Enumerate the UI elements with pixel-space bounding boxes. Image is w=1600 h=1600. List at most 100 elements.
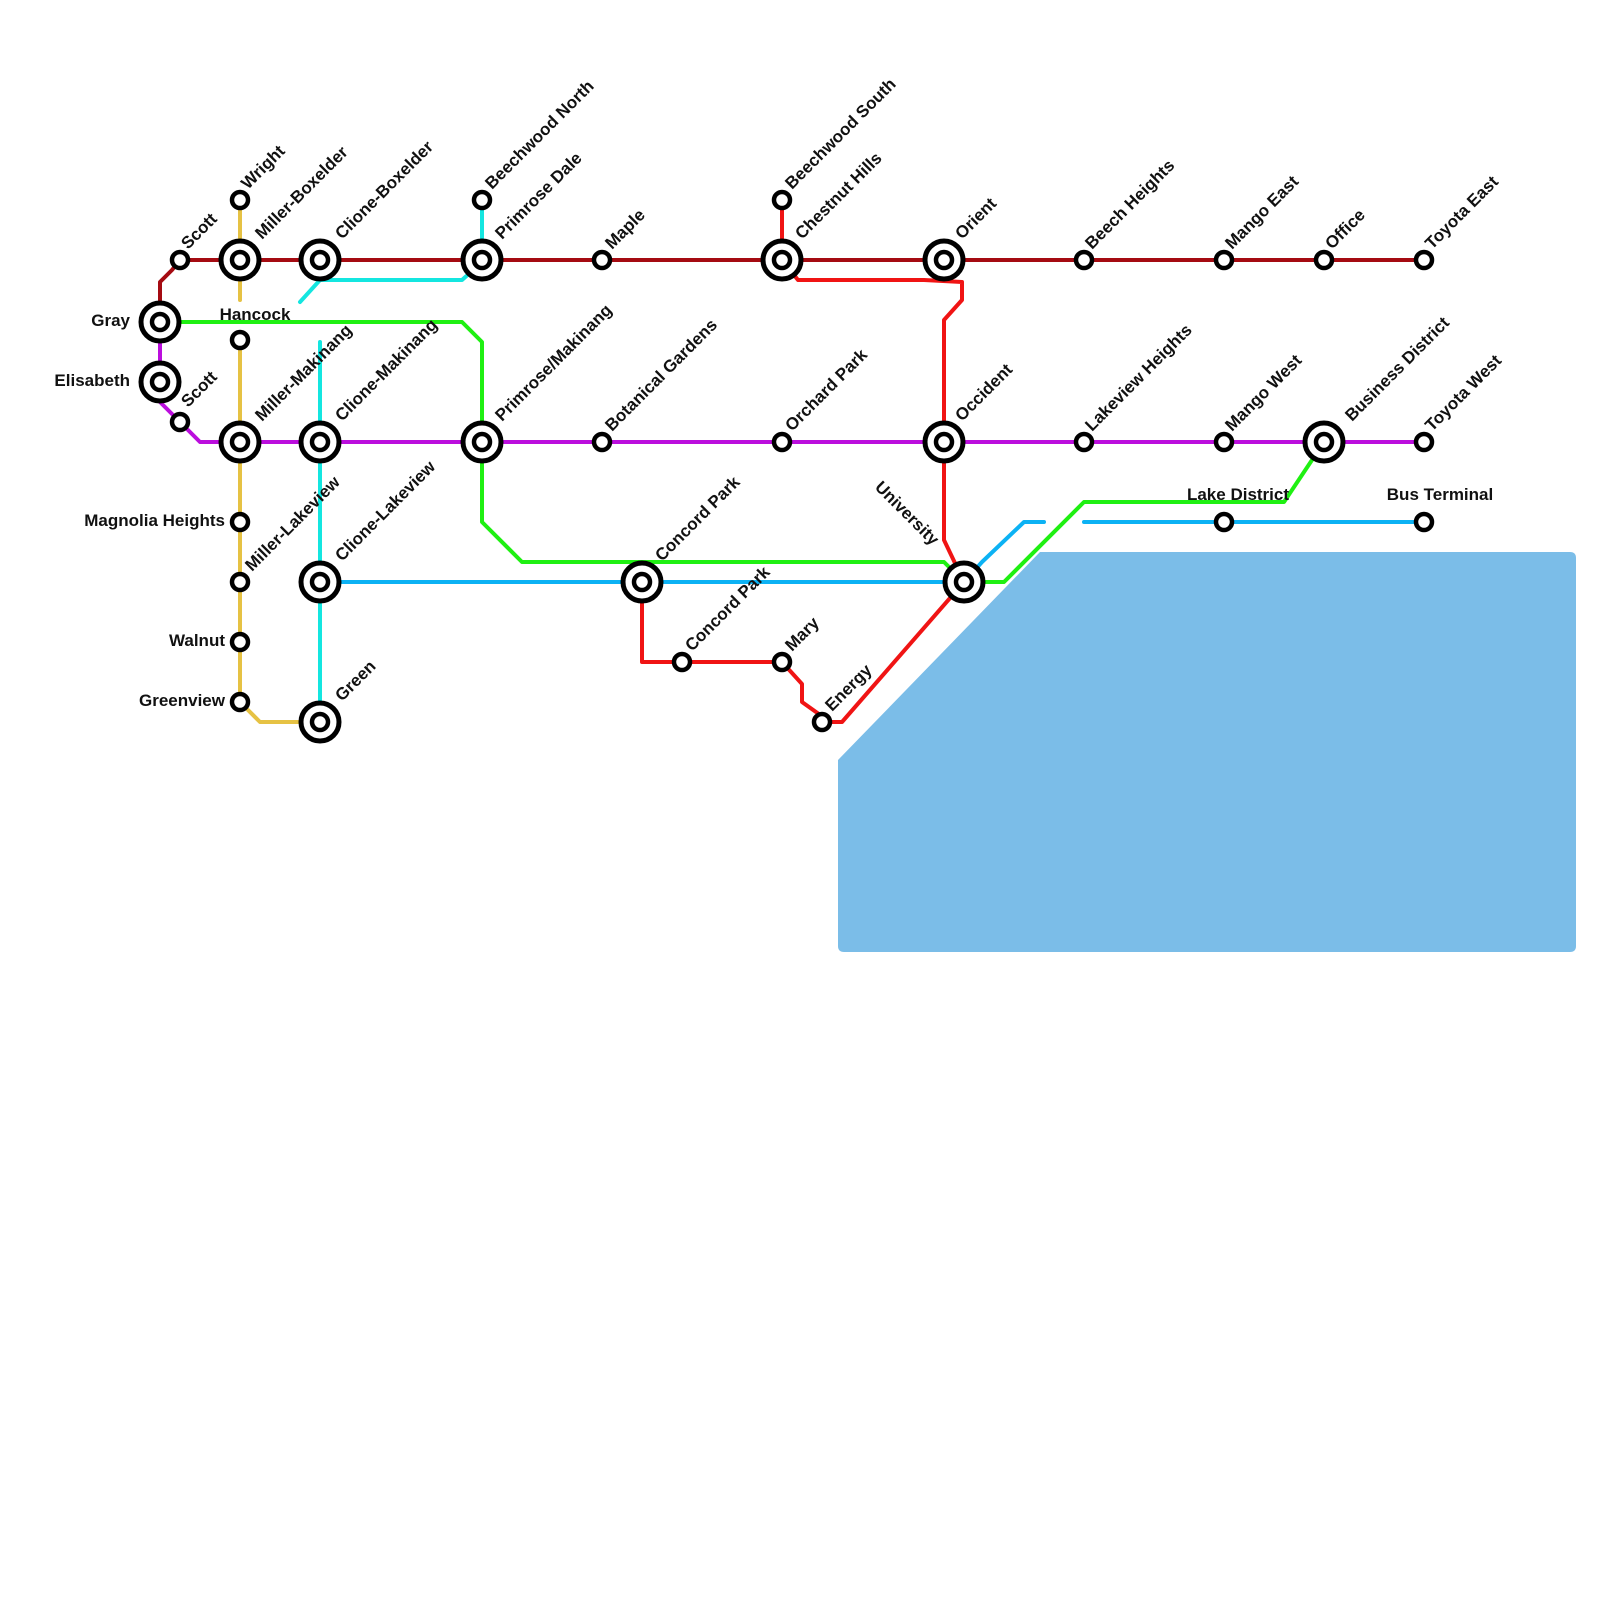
label-clione-lakeview: Clione-Lakeview: [331, 457, 439, 565]
station-marker: [933, 249, 955, 271]
station-marker: [1413, 511, 1435, 533]
station-marker: [1413, 431, 1435, 453]
label-mango-west: Mango West: [1221, 351, 1305, 435]
station-marker: [309, 249, 331, 271]
station-marker: [1313, 249, 1335, 271]
label-university: University: [871, 477, 943, 549]
station-marker: [771, 249, 793, 271]
stations: [138, 189, 1435, 744]
station-orient[interactable]: [922, 238, 966, 282]
label-toyota-west: Toyota West: [1421, 351, 1505, 435]
station-marker: [229, 249, 251, 271]
station-beechwood-north[interactable]: [471, 189, 493, 211]
station-marker: [471, 431, 493, 453]
station-marker: [591, 249, 613, 271]
station-elisabeth[interactable]: [138, 360, 182, 404]
station-clione-boxelder[interactable]: [298, 238, 342, 282]
station-office[interactable]: [1313, 249, 1335, 271]
station-marker: [229, 691, 251, 713]
station-mary[interactable]: [771, 651, 793, 673]
station-concord-park-lower[interactable]: [671, 651, 693, 673]
label-miller-lakeview: Miller-Lakeview: [241, 472, 344, 575]
station-mango-east[interactable]: [1213, 249, 1235, 271]
label-gray: Gray: [91, 311, 130, 330]
station-marker: [169, 249, 191, 271]
station-lakeview-heights[interactable]: [1073, 431, 1095, 453]
station-marker: [309, 431, 331, 453]
station-marker: [591, 431, 613, 453]
label-orient: Orient: [951, 194, 1000, 243]
line-red-university-branch: [640, 578, 966, 724]
station-green[interactable]: [298, 700, 342, 744]
station-hancock[interactable]: [229, 329, 251, 351]
label-occident: Occident: [951, 360, 1016, 425]
station-occident[interactable]: [922, 420, 966, 464]
station-wright[interactable]: [229, 189, 251, 211]
station-marker: [1413, 249, 1435, 271]
station-marker: [149, 371, 171, 393]
label-magnolia-heights: Magnolia Heights: [84, 511, 225, 530]
label-office: Office: [1321, 205, 1369, 253]
station-scott-top[interactable]: [169, 249, 191, 271]
station-toyota-west[interactable]: [1413, 431, 1435, 453]
station-miller-lakeview[interactable]: [229, 571, 251, 593]
label-walnut: Walnut: [169, 631, 225, 650]
station-primrose-makinang[interactable]: [460, 420, 504, 464]
station-marker: [1213, 511, 1235, 533]
station-primrose-dale[interactable]: [460, 238, 504, 282]
station-bus-terminal[interactable]: [1413, 511, 1435, 533]
label-elisabeth: Elisabeth: [54, 371, 130, 390]
station-marker: [229, 431, 251, 453]
station-marker: [229, 631, 251, 653]
station-gray[interactable]: [138, 300, 182, 344]
station-marker: [229, 189, 251, 211]
label-scott-bottom: Scott: [177, 367, 221, 411]
station-beech-heights[interactable]: [1073, 249, 1095, 271]
station-maple[interactable]: [591, 249, 613, 271]
station-walnut[interactable]: [229, 631, 251, 653]
station-clione-makinang[interactable]: [298, 420, 342, 464]
label-greenview: Greenview: [139, 691, 226, 710]
station-marker: [1073, 249, 1095, 271]
station-clione-lakeview[interactable]: [298, 560, 342, 604]
station-marker: [229, 571, 251, 593]
station-toyota-east[interactable]: [1413, 249, 1435, 271]
label-bus-terminal: Bus Terminal: [1387, 485, 1493, 504]
station-scott-bottom[interactable]: [169, 411, 191, 433]
station-marker: [309, 571, 331, 593]
label-energy: Energy: [821, 660, 876, 715]
station-magnolia-heights[interactable]: [229, 511, 251, 533]
station-university[interactable]: [942, 560, 986, 604]
label-mary: Mary: [781, 613, 823, 655]
station-concord-park-upper[interactable]: [620, 560, 664, 604]
station-miller-boxelder[interactable]: [218, 238, 262, 282]
station-business-district[interactable]: [1302, 420, 1346, 464]
label-mango-east: Mango East: [1221, 172, 1302, 253]
label-beechwood-north: Beechwood North: [481, 77, 597, 193]
station-beechwood-south[interactable]: [771, 189, 793, 211]
station-mango-west[interactable]: [1213, 431, 1235, 453]
station-marker: [309, 711, 331, 733]
label-green: Green: [331, 657, 379, 705]
station-marker: [149, 311, 171, 333]
station-lake-district[interactable]: [1213, 511, 1235, 533]
station-marker: [953, 571, 975, 593]
label-concord-park-upper: Concord Park: [651, 472, 744, 565]
station-marker: [1213, 431, 1235, 453]
label-lakeview-heights: Lakeview Heights: [1081, 321, 1195, 435]
label-beechwood-south: Beechwood South: [781, 75, 899, 193]
station-orchard-park[interactable]: [771, 431, 793, 453]
station-marker: [671, 651, 693, 673]
station-greenview[interactable]: [229, 691, 251, 713]
line-yellow: [238, 198, 322, 724]
station-chestnut-hills[interactable]: [760, 238, 804, 282]
station-marker: [169, 411, 191, 433]
label-toyota-east: Toyota East: [1421, 172, 1502, 253]
station-marker: [771, 431, 793, 453]
station-marker: [631, 571, 653, 593]
station-energy[interactable]: [811, 711, 833, 733]
label-concord-park-lower: Concord Park: [681, 562, 774, 655]
station-miller-makinang[interactable]: [218, 420, 262, 464]
station-botanical-gardens[interactable]: [591, 431, 613, 453]
